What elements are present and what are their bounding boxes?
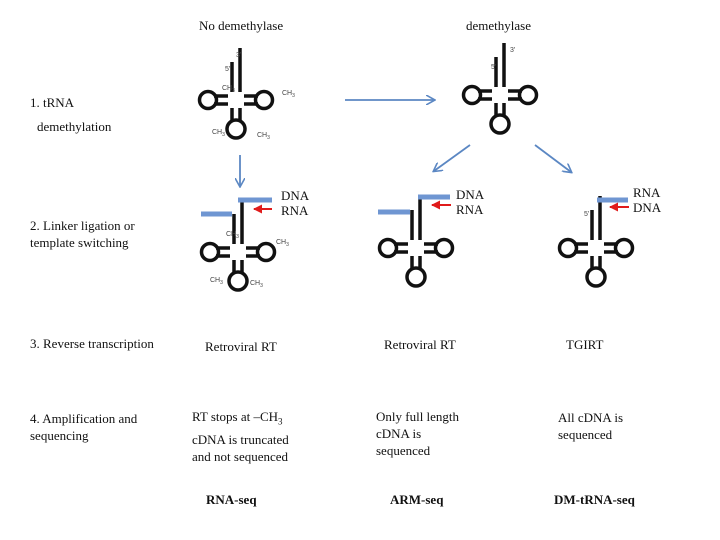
- ch3-label: CH3: [276, 239, 289, 248]
- strand-top-label: DNA: [281, 188, 310, 203]
- ch3-label: CH3: [226, 231, 239, 240]
- outcome-col1: RT stops at –CH3 cDNA is truncated and n…: [192, 408, 289, 465]
- step1-line1: 1. tRNA: [30, 95, 75, 110]
- ch3-label: CH3: [210, 277, 223, 286]
- trna-tgirt-5prime-label: 5': [584, 211, 589, 218]
- trna-methylated-top: 3' 5' CH3 CH3 CH3 CH3: [197, 46, 295, 141]
- trna-demethylated-linker-arm: [377, 194, 455, 288]
- ch3-label: CH3: [282, 90, 295, 99]
- outcome-col3: All cDNA is sequenced: [558, 409, 623, 443]
- outcome-line: and not sequenced: [192, 448, 289, 464]
- outcome-col2: Only full length cDNA is sequenced: [376, 408, 459, 459]
- step4-line2: sequencing: [30, 428, 89, 443]
- strand-top-label: RNA: [633, 185, 661, 200]
- step2-line2: template switching: [30, 235, 129, 250]
- rt-label-col3: TGIRT: [566, 337, 604, 352]
- header-no-demethylase: No demethylase: [199, 18, 284, 33]
- step4-line1: 4. Amplification and: [30, 411, 138, 426]
- method-dm-trna-seq: DM-tRNA-seq: [554, 492, 635, 507]
- trna-demethylated-top: 3' 5': [461, 41, 539, 135]
- ch3-label: CH3: [222, 85, 235, 94]
- strand-labels-col2: DNA RNA: [456, 187, 484, 217]
- outcome-line: cDNA is: [376, 426, 422, 441]
- trna-top2-5prime-label: 5': [491, 64, 496, 71]
- header-demethylase: demethylase: [466, 18, 531, 33]
- strand-bottom-label: RNA: [456, 202, 484, 217]
- step1-label: 1. tRNA demethylation: [30, 91, 111, 139]
- ch3-label: CH3: [212, 129, 225, 138]
- strand-bottom-label: RNA: [281, 203, 309, 218]
- trna-top2-3prime-label: 3': [510, 47, 515, 54]
- step2-label: 2. Linker ligation or template switching: [30, 217, 135, 251]
- trna-demethylated-tgirt: 5': [557, 194, 635, 288]
- outcome-line: cDNA is truncated: [192, 431, 289, 447]
- flow-arrow-down-right: [534, 144, 571, 172]
- strand-bottom-label: DNA: [633, 200, 662, 215]
- step4-label: 4. Amplification and sequencing: [30, 410, 137, 444]
- ch3-label: CH3: [257, 132, 270, 141]
- rt-label-col2: Retroviral RT: [384, 337, 456, 352]
- outcome-line: RT stops at –CH3: [192, 409, 283, 427]
- ch3-label: CH3: [250, 280, 263, 289]
- trna-top1-3prime-label: 3': [236, 52, 241, 59]
- flow-arrow-down-left: [434, 144, 471, 171]
- strand-labels-col3: RNA DNA: [633, 185, 661, 215]
- step3-label: 3. Reverse transcription: [30, 336, 154, 351]
- rt-label-col1: Retroviral RT: [205, 339, 277, 354]
- strand-top-label: DNA: [456, 187, 485, 202]
- method-arm-seq: ARM-seq: [390, 492, 444, 507]
- outcome-line: sequenced: [558, 427, 613, 442]
- outcome-line: sequenced: [376, 443, 431, 458]
- strand-labels-col1: DNA RNA: [281, 188, 309, 218]
- outcome-line: Only full length: [376, 409, 460, 424]
- trna-top1-5prime-label: 5': [225, 66, 230, 73]
- trna-methylated-linker: CH3 CH3 CH3 CH3: [199, 197, 289, 292]
- outcome-line: All cDNA is: [558, 410, 623, 425]
- method-rna-seq: RNA-seq: [206, 492, 257, 507]
- step1-line2: demethylation: [37, 119, 112, 134]
- step2-line1: 2. Linker ligation or: [30, 218, 135, 233]
